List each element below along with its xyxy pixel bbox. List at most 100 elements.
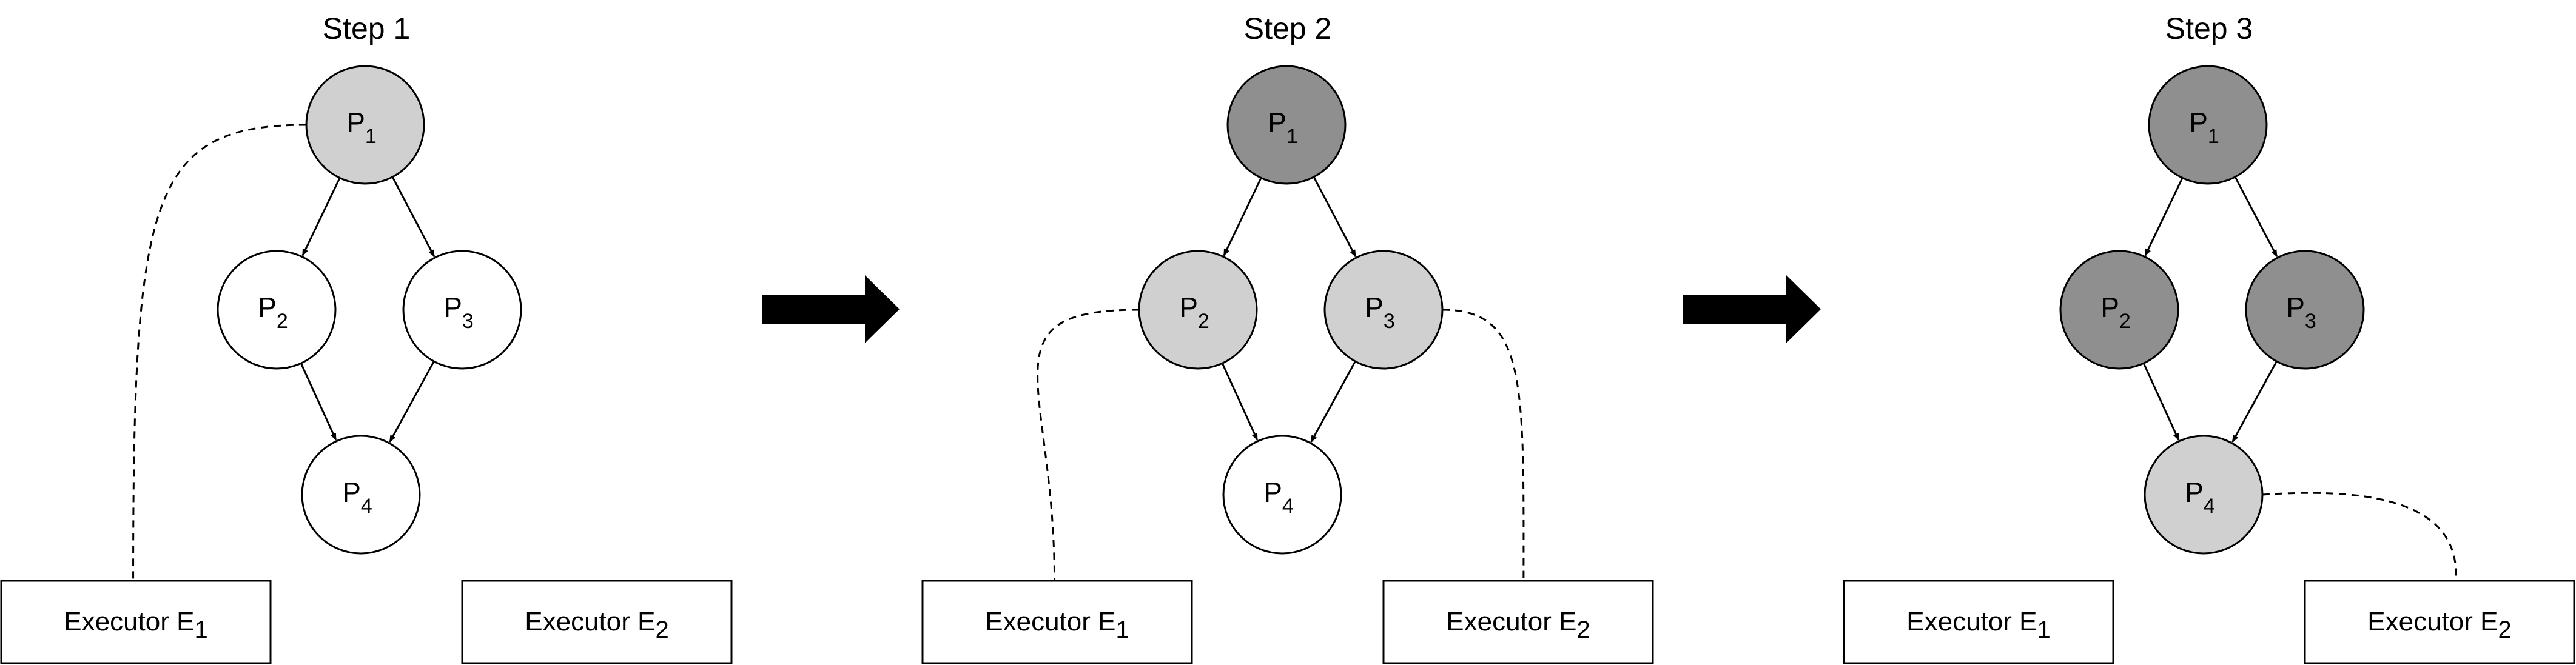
node-circle [301, 435, 421, 555]
executor-label-subscript: 2 [2498, 617, 2511, 643]
node-label: P1 [1268, 107, 1298, 148]
node-label-letter: P [346, 107, 365, 138]
node-p2: P2 [2059, 250, 2179, 370]
executor-box-e2: Executor E2 [1382, 580, 1654, 664]
node-label: P2 [258, 292, 288, 333]
node-label: P1 [2189, 107, 2219, 148]
node-label-letter: P [258, 292, 277, 323]
executor-label: Executor E1 [1906, 607, 2050, 643]
step-title: Step 3 [2165, 12, 2253, 45]
node-p4: P4 [1222, 435, 1342, 555]
executor-label-text: Executor E [985, 607, 1115, 637]
node-p1: P1 [305, 65, 425, 185]
executor-label: Executor E2 [1446, 607, 1590, 643]
node-label-letter: P [1179, 292, 1198, 323]
node-circle [1222, 435, 1342, 555]
node-label-subscript: 3 [1384, 310, 1395, 333]
step-title: Step 1 [323, 12, 411, 45]
executor-label-text: Executor E [1446, 607, 1576, 637]
node-circle [217, 250, 337, 370]
assignment-link-p2-e1 [1037, 309, 1140, 581]
executor-frame [2304, 580, 2575, 664]
edge-p3-p4 [389, 361, 435, 443]
node-p2: P2 [1138, 250, 1258, 370]
node-circle [2245, 250, 2365, 370]
executor-label-text: Executor E [2367, 607, 2498, 637]
node-label-letter: P [342, 476, 361, 508]
node-label: P1 [346, 107, 377, 148]
executor-box-e1: Executor E1 [921, 580, 1193, 664]
executor-box-e2: Executor E2 [2304, 580, 2575, 664]
node-label-subscript: 4 [1282, 495, 1294, 518]
executor-label-subscript: 2 [1576, 617, 1590, 643]
assignment-link-p4-e2 [2262, 492, 2457, 581]
node-circle [305, 65, 425, 185]
executor-frame [0, 580, 272, 664]
node-label-subscript: 4 [2204, 495, 2215, 518]
assignment-link-p3-e2 [1442, 309, 1525, 581]
executor-label: Executor E1 [985, 607, 1129, 643]
node-label: P4 [1263, 476, 1294, 518]
executor-frame [461, 580, 733, 664]
node-label: P4 [2185, 476, 2215, 518]
node-label-letter: P [2189, 107, 2208, 138]
executor-frame [1843, 580, 2114, 664]
node-label-letter: P [2286, 292, 2305, 323]
node-p1: P1 [2148, 65, 2268, 185]
node-label-letter: P [1263, 476, 1282, 508]
node-p4: P4 [301, 435, 421, 555]
node-circle [1138, 250, 1258, 370]
transition-arrow-2 [1683, 275, 1821, 343]
executor-box-e1: Executor E1 [0, 580, 272, 664]
node-label: P2 [2100, 292, 2131, 333]
executor-label-subscript: 2 [655, 617, 668, 643]
executor-label-subscript: 1 [194, 617, 207, 643]
executor-box-e1: Executor E1 [1843, 580, 2114, 664]
assignment-link-p1-e1 [132, 124, 307, 581]
node-p4: P4 [2144, 435, 2264, 555]
node-p3: P3 [2245, 250, 2365, 370]
executor-label: Executor E2 [2367, 607, 2511, 643]
edge-p1-p2 [2144, 177, 2184, 256]
executor-label: Executor E1 [64, 607, 207, 643]
node-label-subscript: 3 [462, 310, 474, 333]
node-label-subscript: 2 [2119, 310, 2131, 333]
node-label: P2 [1179, 292, 1209, 333]
node-label-subscript: 4 [361, 495, 372, 518]
node-p1: P1 [1226, 65, 1347, 185]
node-label-subscript: 2 [277, 310, 288, 333]
edge-p3-p4 [2231, 361, 2278, 443]
executor-label-subscript: 1 [1115, 617, 1129, 643]
node-label-subscript: 1 [365, 125, 377, 148]
executor-label-text: Executor E [525, 607, 655, 637]
executor-label-text: Executor E [64, 607, 194, 637]
node-label-letter: P [2185, 476, 2204, 508]
executor-frame [1382, 580, 1654, 664]
edge-p1-p3 [1313, 176, 1357, 258]
edge-p1-p2 [1223, 177, 1262, 256]
executor-box-e2: Executor E2 [461, 580, 733, 664]
node-label-letter: P [1365, 292, 1384, 323]
edge-p1-p2 [301, 177, 341, 256]
transition-arrow-1 [762, 275, 900, 343]
executor-label-subscript: 1 [2037, 617, 2050, 643]
executor-frame [921, 580, 1193, 664]
node-circle [2059, 250, 2179, 370]
node-label: P4 [342, 476, 372, 518]
edge-p2-p4 [1221, 363, 1259, 441]
node-circle [402, 250, 522, 370]
node-label-subscript: 1 [1286, 125, 1298, 148]
edge-p2-p4 [300, 363, 337, 441]
node-p3: P3 [402, 250, 522, 370]
node-label-subscript: 3 [2305, 310, 2316, 333]
node-p2: P2 [217, 250, 337, 370]
edge-p1-p3 [2234, 176, 2278, 258]
node-label-letter: P [1268, 107, 1286, 138]
edge-p2-p4 [2142, 363, 2180, 441]
edge-p1-p3 [391, 176, 435, 258]
node-circle [1323, 250, 1444, 370]
node-label-letter: P [2100, 292, 2119, 323]
